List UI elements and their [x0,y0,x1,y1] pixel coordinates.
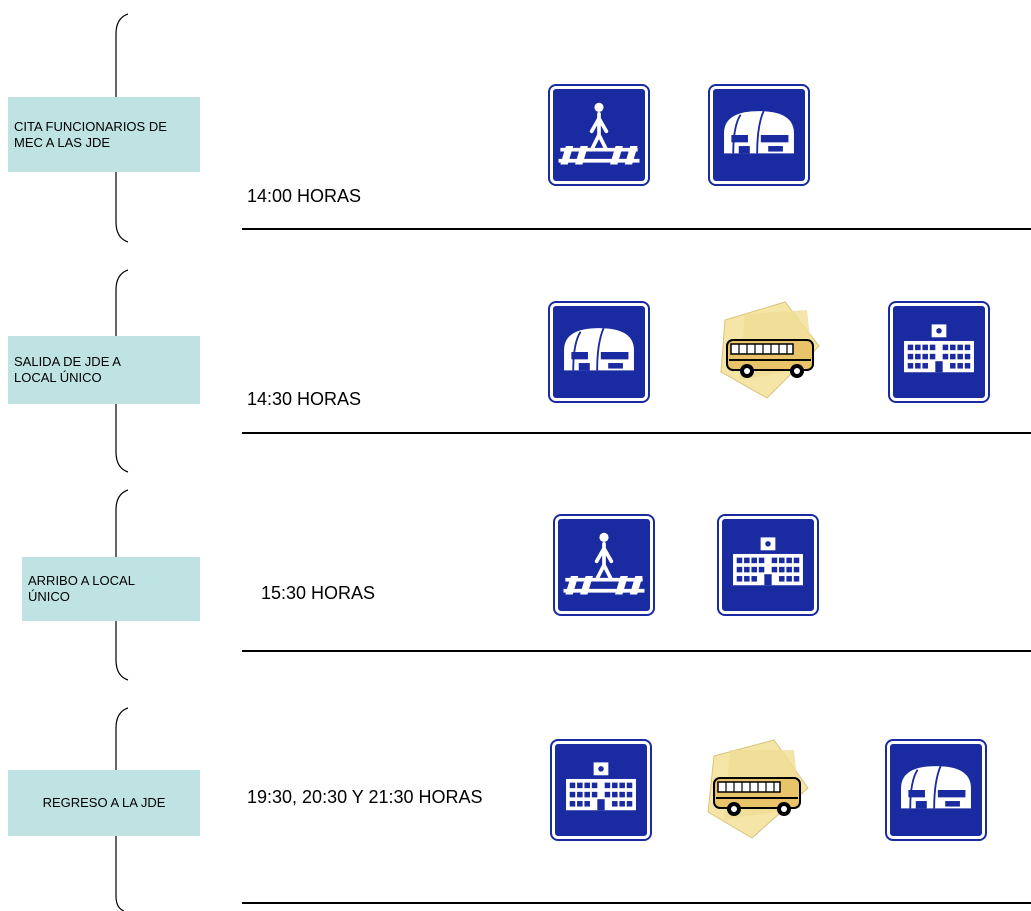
label-box-row-3: ARRIBO A LOCAL ÚNICO [22,557,200,621]
warehouse-sign-icon [710,86,808,184]
label-text-row-2: SALIDA DE JDE A LOCAL ÚNICO [14,354,121,385]
divider-row-1 [242,228,1031,230]
divider-row-3 [242,650,1031,652]
school-building-sign-icon [890,303,988,401]
warehouse-sign-icon [550,303,648,401]
school-bus-icon [707,739,809,839]
label-box-row-1: CITA FUNCIONARIOS DE MEC A LAS JDE [8,97,200,172]
time-row-4: 19:30, 20:30 Y 21:30 HORAS [247,787,483,807]
time-row-3: 15:30 HORAS [261,583,376,603]
school-building-sign-icon [719,516,817,614]
school-bus-icon [720,301,820,399]
label-text-row-1: CITA FUNCIONARIOS DE MEC A LAS JDE [14,118,167,150]
time-row-2: 14:30 HORAS [247,389,362,409]
label-text-row-3: ARRIBO A LOCAL ÚNICO [28,573,135,604]
time-row-1: 14:00 HORAS [247,186,362,206]
divider-row-4 [242,902,1031,904]
divider-row-2 [242,432,1031,434]
warehouse-sign-icon [887,741,985,839]
school-building-sign-icon [552,741,650,839]
pedestrian-crossing-sign-icon [550,86,648,184]
label-box-row-4: REGRESO A LA JDE [8,770,200,836]
pedestrian-crossing-sign-icon [555,516,653,614]
label-text-row-4: REGRESO A LA JDE [42,795,166,810]
label-box-row-2: SALIDA DE JDE A LOCAL ÚNICO [8,336,200,404]
